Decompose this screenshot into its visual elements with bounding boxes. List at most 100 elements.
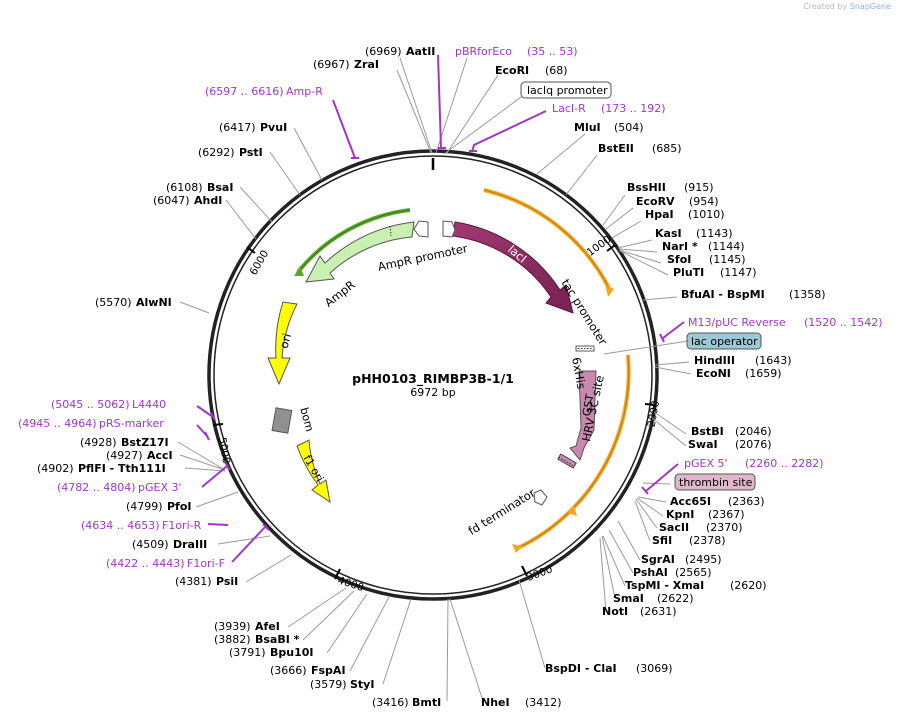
svg-text:BsaBI *: BsaBI *	[255, 633, 300, 646]
svg-text:(35 .. 53): (35 .. 53)	[527, 45, 578, 58]
svg-text:(2620): (2620)	[730, 579, 767, 592]
svg-text:(2378): (2378)	[689, 534, 726, 547]
svg-text:(5570): (5570)	[95, 296, 132, 309]
svg-text:(68): (68)	[545, 64, 568, 77]
svg-text:(4928): (4928)	[80, 436, 117, 449]
svg-text:(173 .. 192): (173 .. 192)	[601, 102, 666, 115]
svg-text:(1520 .. 1542): (1520 .. 1542)	[804, 316, 883, 329]
ampr-feature	[305, 221, 415, 283]
arc-arrowhead	[512, 544, 522, 553]
svg-text:BstBI: BstBI	[691, 425, 724, 438]
svg-text:(2631): (2631)	[640, 605, 677, 618]
laciq-promoter-box: lacIq promoter	[520, 81, 612, 99]
svg-text:(1144): (1144)	[708, 240, 745, 253]
svg-text:SwaI: SwaI	[688, 438, 718, 451]
svg-text:PluTI: PluTI	[673, 266, 704, 279]
plasmid-name: pHH0103_RIMBP3B-1/1	[352, 371, 514, 387]
tick-label-5000: 5000	[216, 436, 232, 464]
svg-text:(4945 .. 4964): (4945 .. 4964)	[18, 417, 97, 430]
primer-labels: pBRforEco(35 .. 53) LacI-R(173 .. 192) M…	[18, 45, 883, 570]
svg-text:M13/pUC Reverse: M13/pUC Reverse	[688, 316, 786, 329]
enzyme-leader-lines	[177, 57, 692, 702]
svg-text:PflFI - Tth111I: PflFI - Tth111I	[78, 462, 166, 475]
laciq-promoter-arrow	[442, 220, 456, 238]
svg-text:AfeI: AfeI	[255, 620, 280, 633]
svg-text:SacII: SacII	[659, 521, 689, 534]
svg-text:AatII: AatII	[406, 45, 435, 58]
svg-text:(1643): (1643)	[755, 354, 792, 367]
arc-arrowhead	[568, 505, 577, 516]
svg-text:DraIII: DraIII	[173, 538, 207, 551]
svg-text:(2370): (2370)	[706, 521, 743, 534]
svg-text:(685): (685)	[652, 142, 682, 155]
svg-text:BstEII: BstEII	[598, 142, 634, 155]
svg-text:StyI: StyI	[350, 678, 374, 691]
ampr-promoter-arrow	[413, 220, 429, 238]
svg-text:BsaI: BsaI	[207, 181, 233, 194]
svg-text:pGEX 5': pGEX 5'	[684, 457, 728, 470]
svg-text:HpaI: HpaI	[645, 208, 674, 221]
svg-text:MluI: MluI	[574, 121, 601, 134]
svg-text:(2260 .. 2282): (2260 .. 2282)	[745, 457, 824, 470]
ampr-promoter-label: AmpR promoter	[376, 241, 469, 274]
svg-text:PfoI: PfoI	[167, 500, 192, 513]
laci-feature	[452, 221, 574, 314]
svg-text:NotI: NotI	[602, 605, 628, 618]
ampr-label: AmpR	[322, 278, 358, 310]
thrombin-site-box: thrombin site	[674, 473, 756, 491]
svg-text:(4927): (4927)	[106, 449, 143, 462]
svg-text:(915): (915)	[684, 181, 714, 194]
svg-text:SmaI: SmaI	[613, 592, 644, 605]
fd-terminator-label: fd terminator	[466, 486, 538, 538]
svg-text:ZraI: ZraI	[354, 58, 379, 71]
fd-terminator-arrow	[533, 489, 548, 506]
svg-text:AlwNI: AlwNI	[136, 296, 172, 309]
svg-text:(3882): (3882)	[214, 633, 251, 646]
tick-label-3000: 3000	[525, 563, 554, 583]
f1-ori-feature	[296, 439, 331, 504]
svg-text:(2622): (2622)	[657, 592, 694, 605]
svg-text:thrombin site: thrombin site	[679, 476, 753, 489]
svg-text:(6969): (6969)	[365, 45, 402, 58]
svg-text:(5045 .. 5062): (5045 .. 5062)	[51, 398, 130, 411]
svg-text:KpnI: KpnI	[666, 508, 694, 521]
svg-text:BstZ17I: BstZ17I	[121, 436, 169, 449]
svg-text:BfuAI - BspMI: BfuAI - BspMI	[681, 288, 765, 301]
svg-text:pGEX 3': pGEX 3'	[138, 481, 182, 494]
svg-text:(4782 .. 4804): (4782 .. 4804)	[57, 481, 136, 494]
svg-text:SfiI: SfiI	[652, 534, 672, 547]
svg-text:(954): (954)	[689, 195, 719, 208]
svg-text:(1010): (1010)	[688, 208, 725, 221]
svg-text:(3412): (3412)	[525, 696, 562, 709]
svg-text:L4440: L4440	[132, 398, 166, 411]
svg-text:BspDI - ClaI: BspDI - ClaI	[545, 662, 617, 675]
svg-text:EcoRV: EcoRV	[636, 195, 675, 208]
svg-text:(3069): (3069)	[636, 662, 673, 675]
enzyme-labels: (6969)AatII (6967)ZraI EcoRI(68) MluI(50…	[37, 45, 826, 709]
snapgene-logo-text: SnapGene	[849, 2, 891, 11]
svg-text:BssHII: BssHII	[627, 181, 666, 194]
hrv-site-mark	[557, 453, 577, 469]
lac-operator-box: lac operator	[686, 332, 762, 350]
svg-text:(1659): (1659)	[745, 367, 782, 380]
bom-label: bom	[297, 406, 316, 433]
svg-text:(6047): (6047)	[153, 194, 190, 207]
gst-label: GST	[580, 393, 597, 417]
svg-text:LacI-R: LacI-R	[552, 102, 586, 115]
svg-text:AccI: AccI	[147, 449, 173, 462]
svg-text:(6417): (6417)	[219, 121, 256, 134]
plasmid-size: 6972 bp	[410, 386, 455, 399]
svg-text:(4381): (4381)	[175, 575, 212, 588]
svg-text:F1ori-R: F1ori-R	[162, 519, 202, 532]
svg-text:TspMI - XmaI: TspMI - XmaI	[625, 579, 704, 592]
svg-text:(2046): (2046)	[735, 425, 772, 438]
svg-text:Bpu10I: Bpu10I	[270, 646, 314, 659]
svg-text:PvuI: PvuI	[260, 121, 287, 134]
svg-text:(2495): (2495)	[685, 553, 722, 566]
backbone	[207, 149, 659, 601]
feature-arcs	[296, 188, 631, 550]
svg-text:(2367): (2367)	[708, 508, 745, 521]
svg-text:KasI: KasI	[655, 227, 682, 240]
svg-text:Amp-R: Amp-R	[286, 85, 323, 98]
svg-text:AhdI: AhdI	[194, 194, 222, 207]
